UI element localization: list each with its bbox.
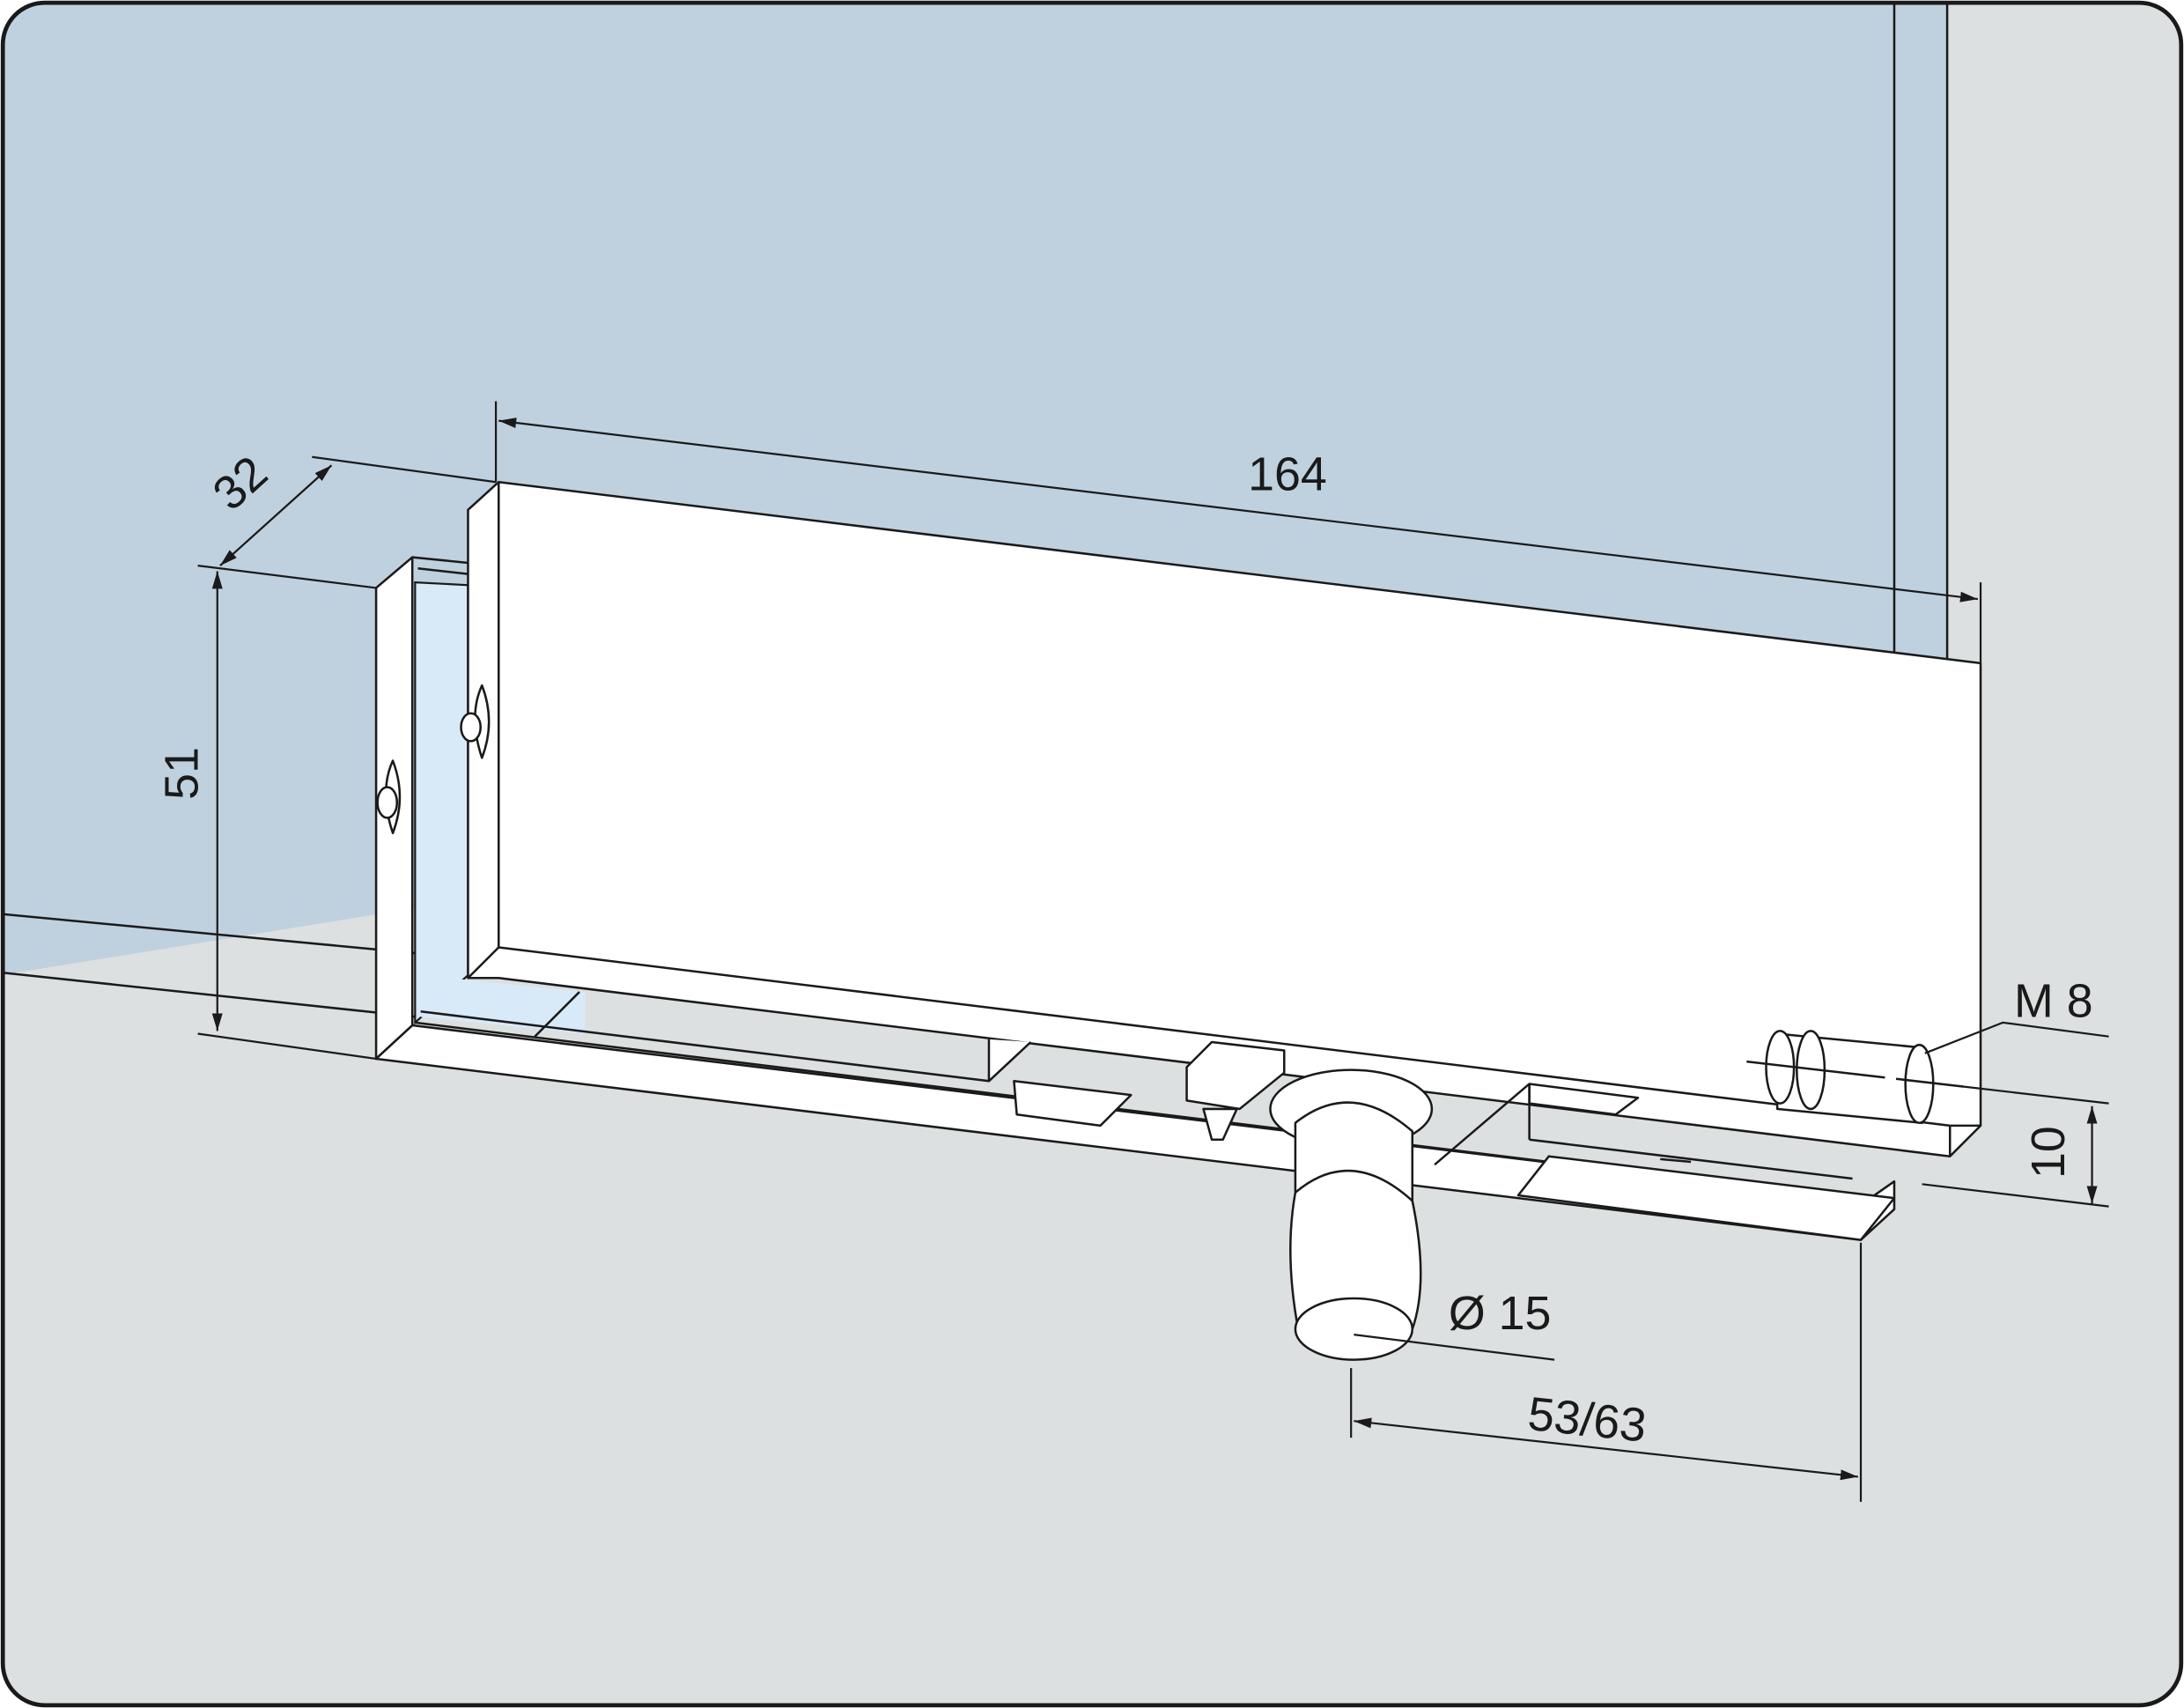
clamp-screw-icon	[376, 684, 491, 835]
pivot-pin-icon	[1269, 1068, 1434, 1361]
dim-thread-offset: 10	[2022, 1126, 2075, 1179]
dim-length: 164	[1248, 448, 1327, 501]
dim-thread: M 8	[2014, 975, 2093, 1028]
threaded-rod-icon	[1746, 1030, 1965, 1125]
dim-pivot-offset: 53/63	[1525, 1387, 1649, 1453]
dim-pivot-diameter: Ø 15	[1449, 1287, 1552, 1340]
dim-height: 51	[156, 747, 209, 800]
glass-edge	[414, 580, 469, 1025]
